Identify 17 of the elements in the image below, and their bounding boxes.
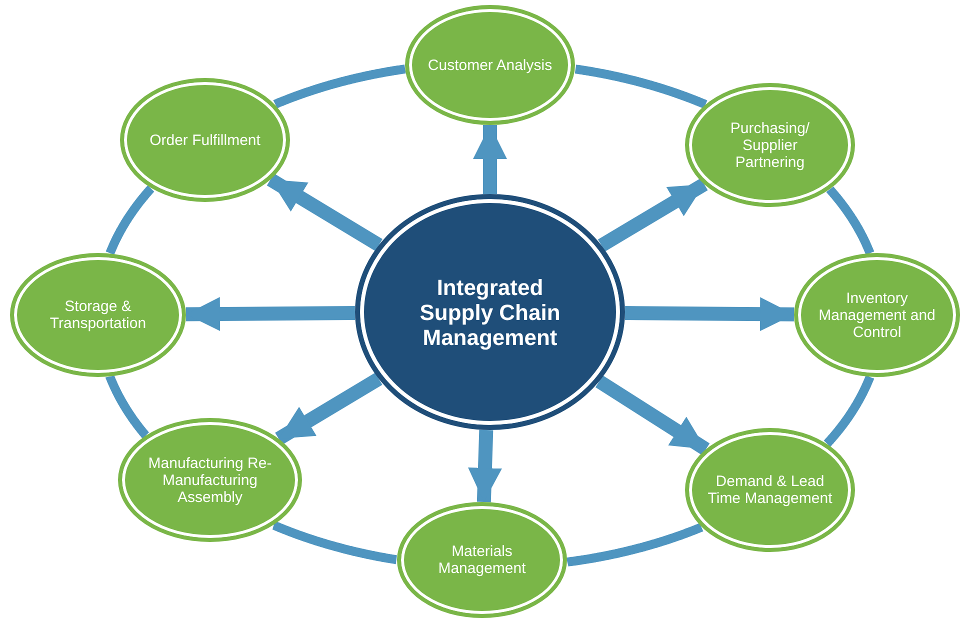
arrow xyxy=(266,174,383,251)
topic-circle: Manufacturing Re-Manufacturing Assembly xyxy=(118,418,302,542)
arrow xyxy=(275,372,382,445)
topic-circle: Materials Management xyxy=(397,502,567,618)
topic-circle: Inventory Management and Control xyxy=(794,253,960,377)
topic-circle: Purchasing/ Supplier Partnering xyxy=(685,83,855,207)
arrow xyxy=(624,297,794,332)
topic-circle: Order Fulfillment xyxy=(120,78,290,202)
arrow xyxy=(468,430,502,502)
topic-circle: Storage & Transportation xyxy=(10,253,186,377)
topic-circle: Demand & Lead Time Management xyxy=(685,428,855,552)
arrow xyxy=(595,376,710,456)
arrow xyxy=(473,125,507,194)
arrow xyxy=(598,178,708,252)
topic-circle: Customer Analysis xyxy=(405,5,575,125)
hub-circle: Integrated Supply Chain Management xyxy=(355,194,625,430)
arrow xyxy=(186,297,356,332)
